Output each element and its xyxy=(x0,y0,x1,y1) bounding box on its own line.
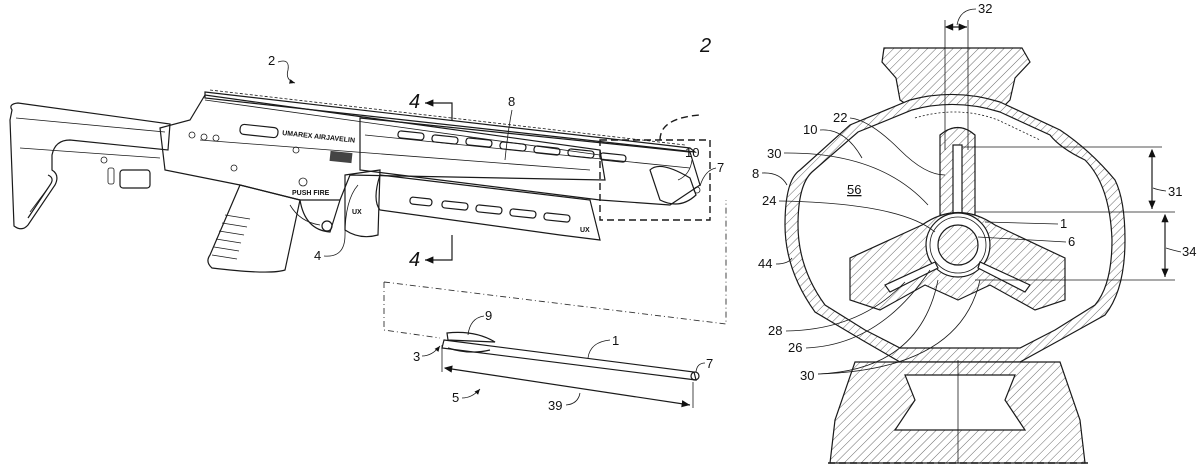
label-44: 44 xyxy=(758,256,772,271)
label-56: 56 xyxy=(847,182,861,197)
section-label-bottom: 4 xyxy=(409,249,420,271)
slot xyxy=(952,144,963,216)
section-line-4-4 xyxy=(425,99,453,264)
label-39: 39 xyxy=(548,398,562,413)
handguard: UX UX xyxy=(352,117,701,241)
receiver: UMAREX AIRJAVELIN PUSH FIRE xyxy=(159,94,606,201)
label-22: 22 xyxy=(833,110,847,125)
label-24: 24 xyxy=(762,193,776,208)
label-6: 6 xyxy=(1068,234,1075,249)
fletching xyxy=(446,331,496,343)
length-dimension xyxy=(443,365,691,408)
label-28: 28 xyxy=(768,323,782,338)
projection-line xyxy=(383,200,727,339)
label-34: 34 xyxy=(1182,244,1196,259)
label-4: 4 xyxy=(314,248,321,263)
label-26: 26 xyxy=(788,340,802,355)
label-1: 1 xyxy=(612,333,619,348)
label-30-a: 30 xyxy=(767,146,781,161)
safety-marking: PUSH FIRE xyxy=(292,190,330,197)
label-10: 10 xyxy=(685,145,699,160)
label-detail-2: 2 xyxy=(699,35,711,57)
label-5: 5 xyxy=(452,390,459,405)
label-10-section: 10 xyxy=(803,122,817,137)
label-3: 3 xyxy=(413,349,420,364)
section-label-top: 4 xyxy=(409,91,420,113)
label-1-section: 1 xyxy=(1060,216,1067,231)
ux-logo-2: UX xyxy=(580,227,590,234)
label-8: 8 xyxy=(508,94,515,109)
stock xyxy=(9,102,171,230)
detail-callout xyxy=(659,114,701,141)
label-32: 32 xyxy=(978,1,992,16)
mlok-slots-lower xyxy=(409,196,571,223)
pistol-grip xyxy=(207,184,341,273)
projectile-drawing: 9 1 3 7 5 39 xyxy=(413,308,713,413)
top-rail xyxy=(204,89,697,153)
launcher-drawing: UMAREX AIRJAVELIN PUSH FIRE xyxy=(9,35,724,273)
cross-section-drawing: 32 22 10 30 8 56 24 1 6 44 31 34 28 26 3… xyxy=(752,1,1196,464)
label-9: 9 xyxy=(485,308,492,323)
ux-logo-1: UX xyxy=(352,209,362,216)
label-30-b: 30 xyxy=(800,368,814,383)
shaft-section xyxy=(937,224,979,266)
label-8-section: 8 xyxy=(752,166,759,181)
label-7: 7 xyxy=(717,160,724,175)
detail-box xyxy=(599,139,711,221)
label-2: 2 xyxy=(268,53,275,68)
brand-marking: UMAREX AIRJAVELIN xyxy=(282,130,355,145)
label-31: 31 xyxy=(1168,184,1182,199)
label-7-tip: 7 xyxy=(706,356,713,371)
